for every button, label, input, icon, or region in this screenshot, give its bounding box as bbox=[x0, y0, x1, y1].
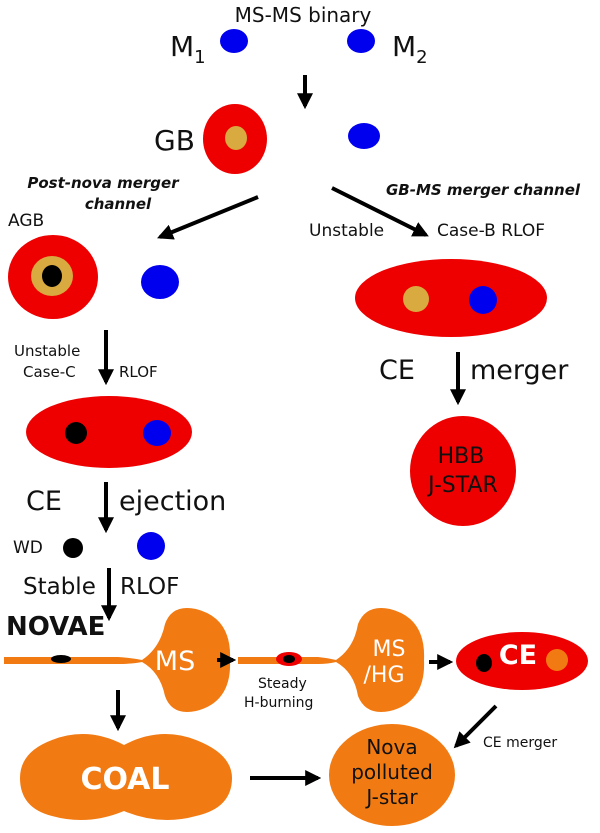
ce-right-companion bbox=[469, 286, 497, 314]
ce-left-companion bbox=[143, 420, 171, 446]
coal-merger-shape bbox=[20, 734, 232, 820]
steady-burning-wd bbox=[283, 655, 295, 663]
gb-core bbox=[225, 126, 247, 150]
unstable-caseb-left: Unstable bbox=[309, 221, 384, 241]
ms-hg-label-line2: /HG bbox=[363, 663, 404, 688]
hbb-label-line1: HBB bbox=[438, 444, 485, 469]
novae-ms-label: MS bbox=[155, 646, 195, 677]
agb-companion-star bbox=[141, 265, 179, 299]
unstable-casec-line2b: RLOF bbox=[119, 363, 158, 381]
post-nova-channel-label-line2: channel bbox=[85, 195, 152, 213]
ce-merger-small-label: CE merger bbox=[483, 735, 557, 751]
ce-envelope-bottom bbox=[456, 632, 588, 690]
novae-wd bbox=[51, 655, 71, 663]
coal-label: COAL bbox=[80, 762, 169, 797]
white-dwarf bbox=[63, 538, 83, 558]
unstable-caseb-right: Case-B RLOF bbox=[437, 221, 545, 241]
stable-rlof-stable: Stable bbox=[23, 574, 96, 600]
post-nova-channel-label-line1: Post-nova merger bbox=[27, 174, 180, 192]
gb-label: GB bbox=[154, 124, 195, 157]
ce-envelope-left bbox=[26, 396, 192, 468]
novae-label: NOVAE bbox=[6, 612, 105, 642]
arrow-ce-merger-bottom bbox=[453, 704, 498, 749]
ce-bubble-label: CE bbox=[499, 640, 537, 671]
ce-bottom-companion bbox=[546, 649, 568, 671]
unstable-casec-line1: Unstable bbox=[14, 342, 80, 360]
agb-inner-core bbox=[42, 265, 62, 287]
nova-jstar-line3: J-star bbox=[364, 785, 418, 809]
nova-jstar-line1: Nova bbox=[366, 735, 417, 759]
nova-jstar-line2: polluted bbox=[351, 760, 433, 784]
m2-star bbox=[347, 29, 375, 53]
ce-bottom-wd bbox=[476, 654, 492, 672]
ce-ejection-ce: CE bbox=[26, 486, 62, 517]
m1-star bbox=[220, 29, 248, 53]
steady-burning-system bbox=[238, 608, 425, 712]
ce-envelope-right bbox=[355, 259, 547, 337]
ce-ejection-word: ejection bbox=[119, 486, 226, 517]
hbb-jstar bbox=[410, 416, 516, 526]
agb-label: AGB bbox=[8, 211, 44, 231]
arrow-to-agb bbox=[157, 195, 259, 240]
ce-merger-word: merger bbox=[470, 355, 569, 386]
m1-label: M1 bbox=[170, 30, 206, 68]
unstable-casec-line2a: Case-C bbox=[23, 363, 76, 381]
m2-label: M2 bbox=[392, 30, 428, 68]
ms-hg-label-line1: MS bbox=[373, 637, 406, 662]
ms-companion-star bbox=[348, 123, 380, 149]
wd-companion-star bbox=[137, 532, 165, 560]
novae-system bbox=[4, 608, 231, 712]
ce-merger-ce: CE bbox=[379, 355, 415, 386]
hbb-label-line2: J-STAR bbox=[426, 473, 498, 498]
stable-rlof-rlof: RLOF bbox=[120, 574, 179, 600]
steady-label-line2: H-burning bbox=[244, 695, 313, 711]
title-ms-ms-binary: MS-MS binary bbox=[235, 3, 372, 27]
ce-left-core bbox=[65, 422, 87, 444]
arrow-to-caseb bbox=[331, 186, 429, 237]
ce-right-gb-core bbox=[403, 286, 429, 312]
steady-label-line1: Steady bbox=[258, 676, 307, 692]
wd-label: WD bbox=[13, 538, 43, 558]
gb-ms-channel-label: GB-MS merger channel bbox=[386, 181, 581, 199]
nova-polluted-jstar bbox=[329, 724, 455, 826]
